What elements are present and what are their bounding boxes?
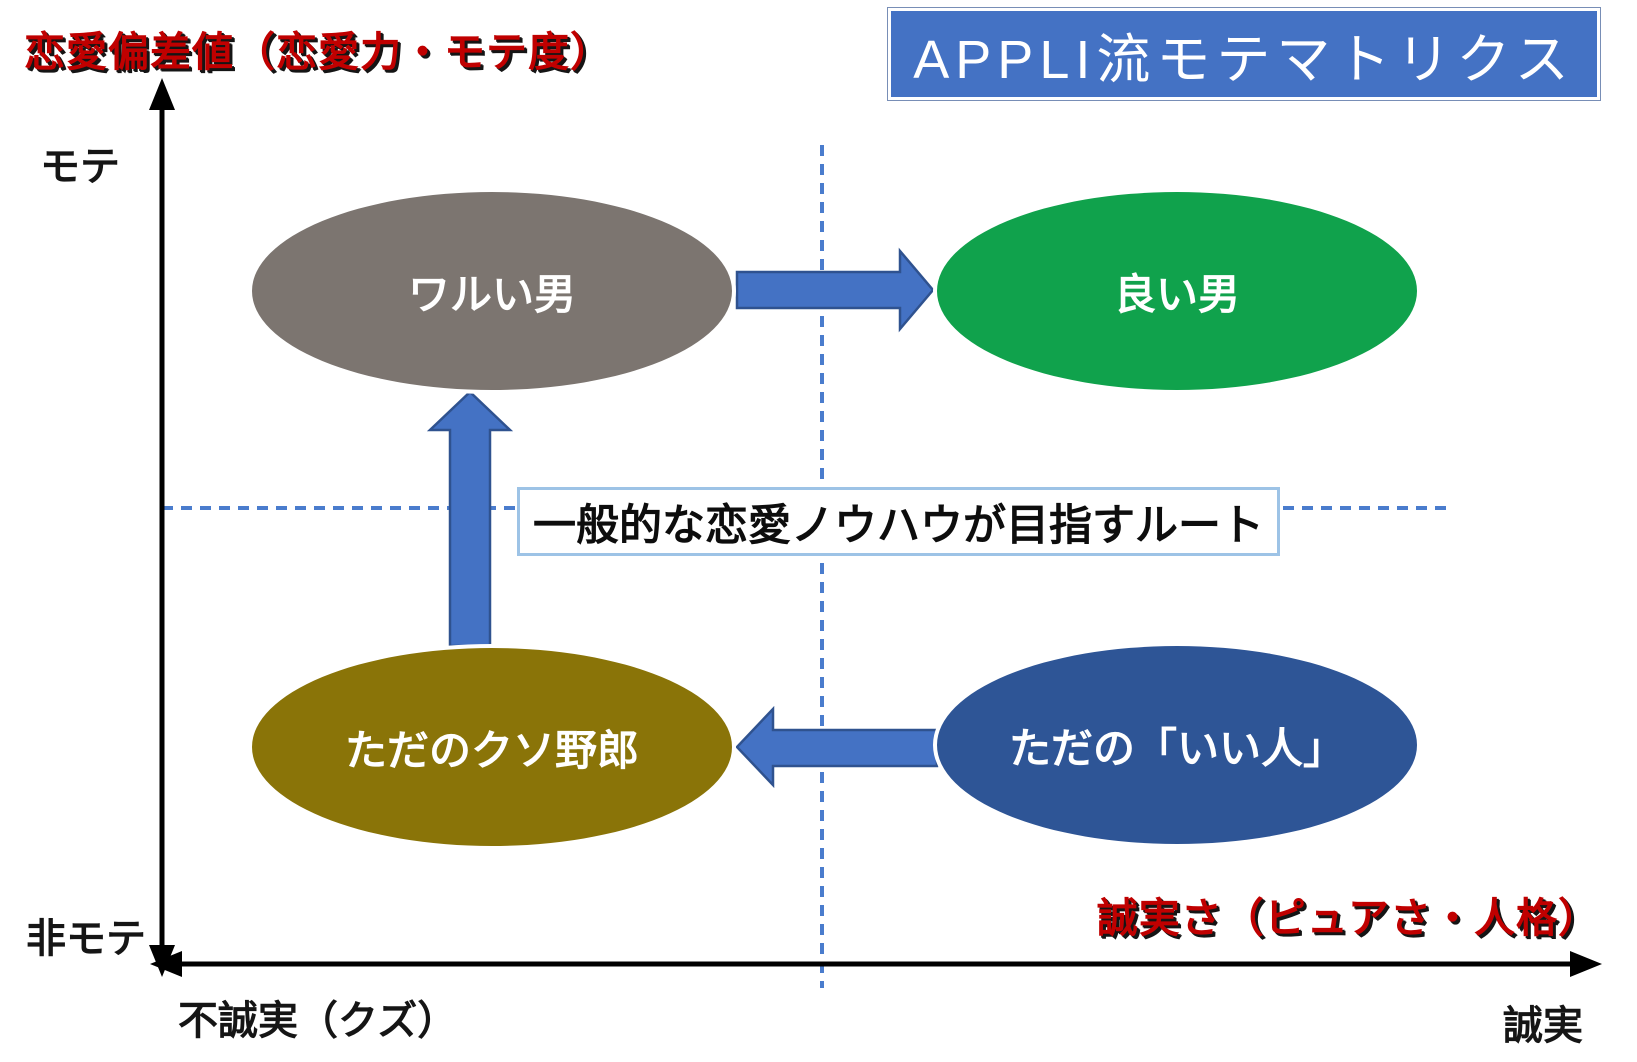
diagram-title-box: APPLI流モテマトリクス [888, 8, 1600, 100]
node-bottom-right: ただの「いい人」 [933, 642, 1421, 848]
route-label: 一般的な恋愛ノウハウが目指すルート [533, 501, 1264, 550]
node-bottom-right-label: ただの「いい人」 [1008, 724, 1345, 772]
x-axis-left-arrow-icon [150, 951, 182, 977]
node-top-right-label: 良い男 [1113, 270, 1240, 318]
x-axis-high-label: 誠実 [1503, 1004, 1583, 1048]
node-bottom-left-label: ただのクソ野郎 [344, 726, 639, 774]
node-top-right: 良い男 [933, 188, 1421, 394]
x-axis-right-arrow-icon [1570, 951, 1602, 977]
arrow-up-icon [426, 390, 514, 648]
diagram-title: APPLI流モテマトリクス [913, 29, 1575, 90]
y-axis-up-arrow-icon [149, 78, 175, 110]
y-axis-high-label: モテ [40, 145, 120, 189]
y-axis-low-label: 非モテ [26, 917, 146, 961]
node-top-left-label: ワルい男 [407, 270, 576, 318]
node-top-left: ワルい男 [248, 188, 736, 394]
x-axis-low-label: 不誠実（クズ） [178, 999, 458, 1043]
arrow-top-right-icon [735, 247, 935, 333]
route-label-box: 一般的な恋愛ノウハウが目指すルート [517, 487, 1280, 556]
arrow-left-icon [735, 705, 939, 789]
node-bottom-left: ただのクソ野郎 [248, 644, 736, 850]
y-axis-title: 恋愛偏差値（恋愛力・モテ度） [24, 29, 612, 75]
x-axis-title: 誠実さ（ピュアさ・人格） [1096, 895, 1600, 941]
